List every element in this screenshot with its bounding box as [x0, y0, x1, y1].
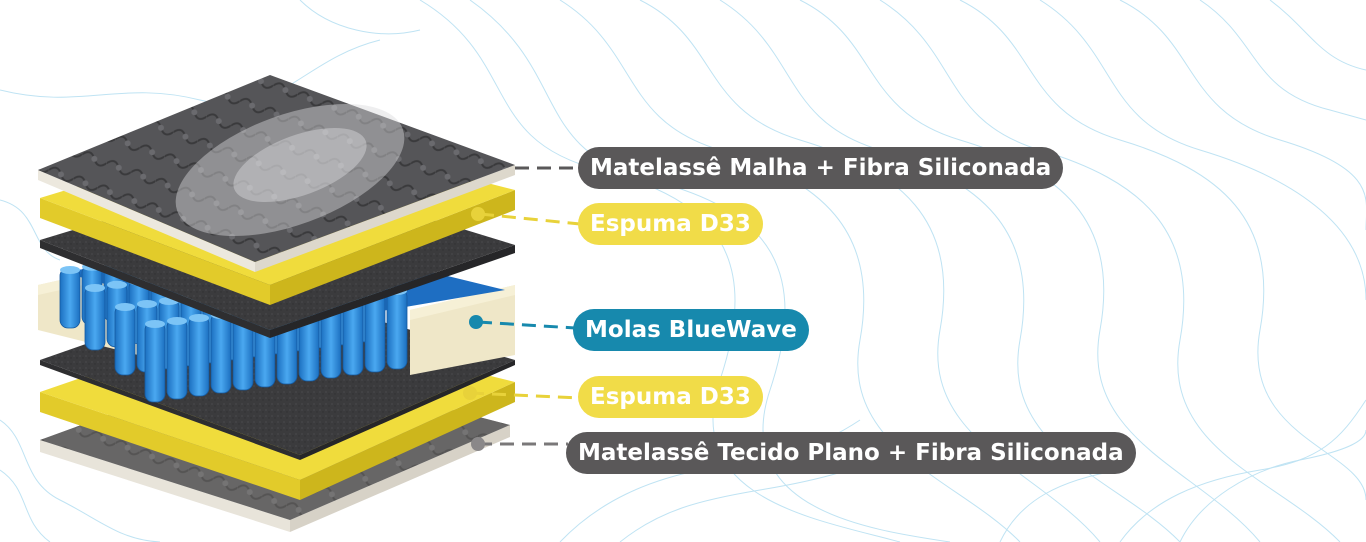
top-quilted-layer: [38, 75, 515, 272]
label-spring-unit: Molas BlueWave: [573, 309, 809, 351]
label-bottom-quilted-layer: Matelassê Tecido Plano + Fibra Siliconad…: [566, 432, 1136, 474]
label-bottom-foam-layer: Espuma D33: [578, 376, 763, 418]
label-top-foam-layer: Espuma D33: [578, 203, 763, 245]
connector-dots: [463, 207, 485, 451]
label-top-quilted-layer: Matelassê Malha + Fibra Siliconada: [578, 147, 1064, 189]
label-connectors: [469, 166, 581, 446]
